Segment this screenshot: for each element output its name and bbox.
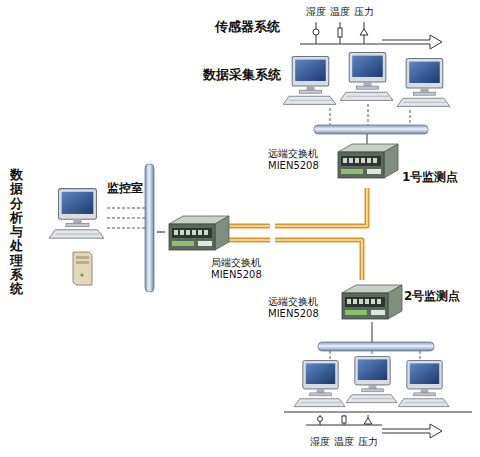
drop-line — [366, 134, 367, 144]
room-label: 监控室 — [107, 182, 143, 196]
site-label: 1号监测点 — [402, 171, 458, 185]
remote-switch: 远端交换机 MIEN5208 2号监测点 — [268, 280, 463, 325]
network-link — [157, 232, 165, 233]
switch-icon — [334, 140, 400, 182]
sensor-label: 温度 — [330, 6, 350, 18]
sensor-label: 湿度 — [306, 6, 326, 18]
monitor-room-art — [45, 160, 155, 295]
computer-icon — [397, 59, 450, 107]
sensor-label: 湿度 — [310, 436, 330, 448]
sensor-label: 压力 — [354, 6, 374, 18]
monitoring-room: 监控室 — [45, 160, 157, 297]
switch-icon — [338, 281, 404, 323]
drop-line — [330, 104, 410, 125]
switch-label: 远端交换机 MIEN5208 — [268, 296, 330, 320]
switch-label: 远端交换机 MIEN5208 — [268, 148, 330, 172]
computer-icon — [340, 53, 393, 101]
bus-bar — [318, 342, 434, 351]
computer-icon — [346, 356, 397, 402]
sensor-label: 压力 — [358, 436, 378, 448]
computer-icon — [398, 360, 449, 406]
fiber-link — [275, 240, 362, 280]
sensor-group — [300, 22, 442, 49]
switch-label: 局端交换机 MIEN5208 — [211, 257, 273, 281]
system-title: 传感器系统 — [215, 20, 280, 35]
sensor-label: 温度 — [334, 436, 354, 448]
remote-switch: 远端交换机 MIEN5208 1号监测点 — [268, 140, 461, 188]
divider-line — [284, 412, 472, 413]
switch-icon — [165, 212, 270, 254]
sensor-group — [306, 415, 442, 438]
computer-icon — [294, 360, 345, 406]
computer-icon — [283, 57, 336, 105]
local-switch: 局端交换机 MIEN5208 — [165, 212, 275, 283]
site-label: 2号监测点 — [404, 290, 460, 304]
fiber-link — [275, 188, 367, 226]
drop-line — [371, 322, 372, 342]
system-title: 数据采集系统 — [203, 68, 281, 83]
bus-bar — [314, 125, 428, 134]
system-title-vertical: 数据分析与处理系统 — [10, 168, 23, 297]
